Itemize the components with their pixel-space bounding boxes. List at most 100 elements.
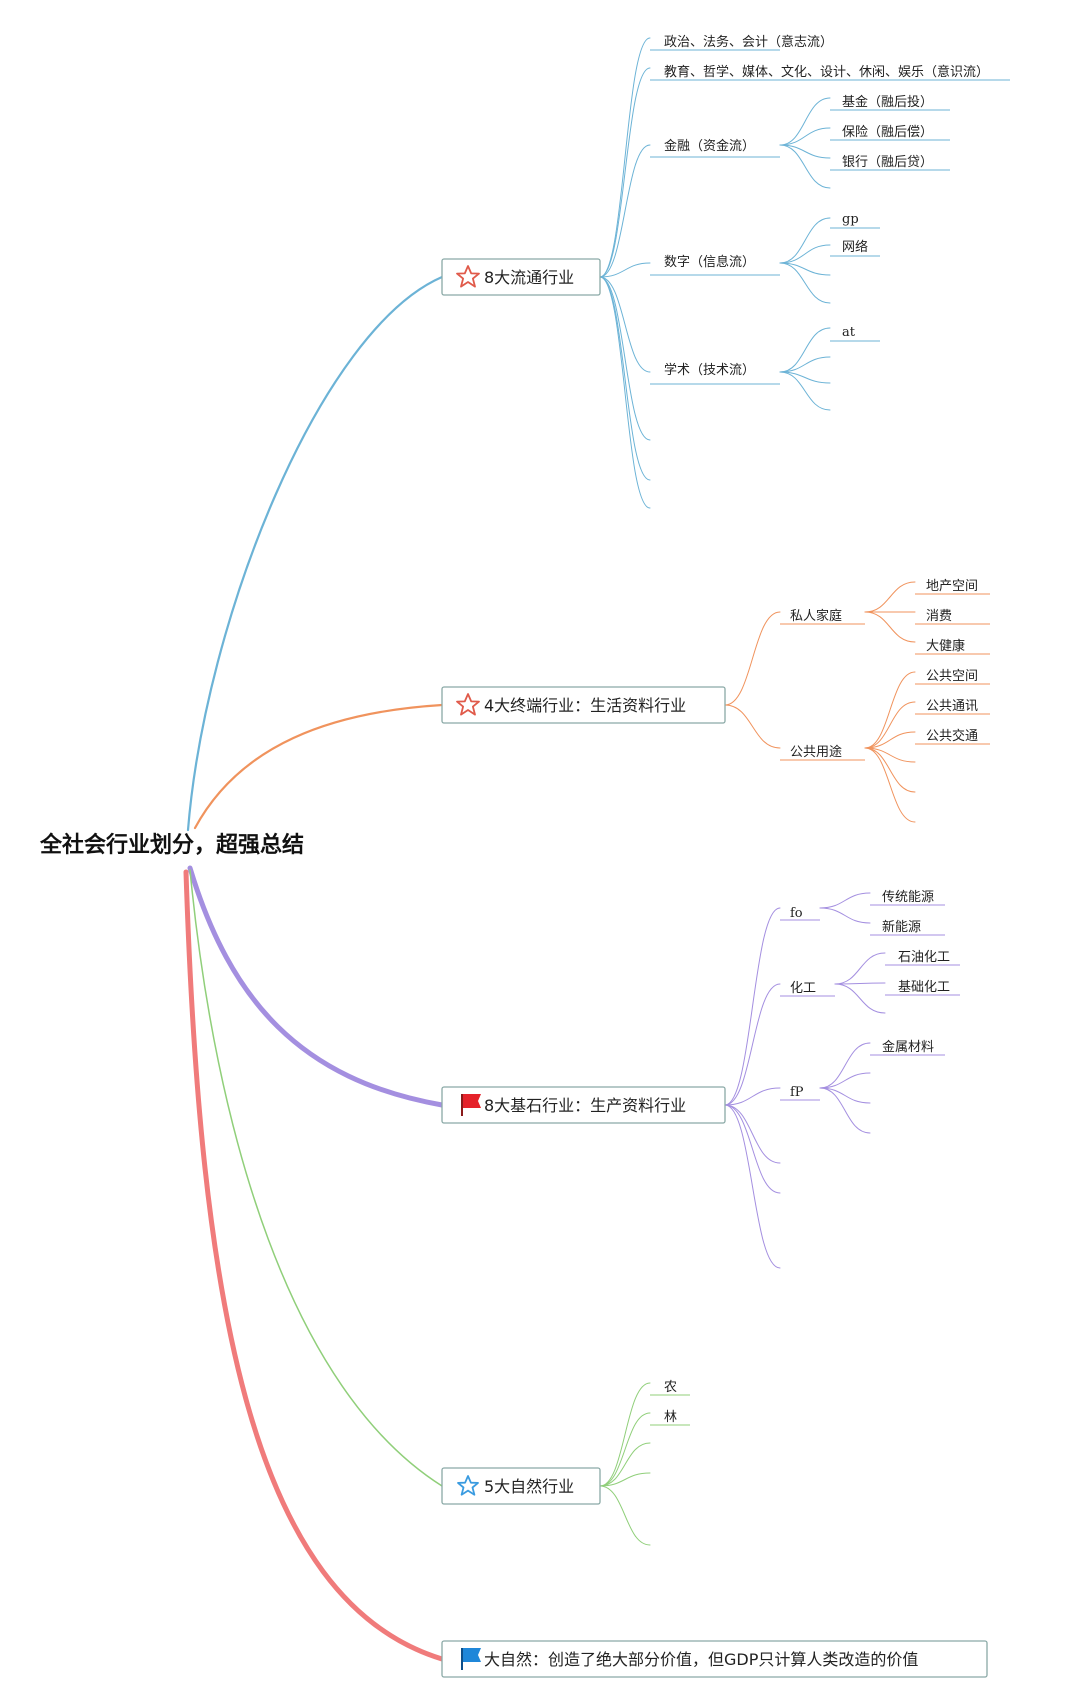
star-outline-red-icon [456, 265, 480, 288]
branch-terminal[interactable]: 4大终端行业：生活资料行业 [441, 686, 726, 724]
branch-label: 大自然：创造了绝大部分价值，但GDP只计算人类改造的价值 [484, 1650, 918, 1669]
branch-label: 8大基石行业：生产资料行业 [484, 1096, 686, 1115]
child-connector [864, 581, 916, 613]
root-connector-nature-industry [189, 869, 443, 1487]
child-connector [819, 892, 871, 909]
root-connector-terminal [193, 703, 444, 830]
list-item[interactable]: 基金（融后投） [842, 94, 933, 110]
child-connector [724, 704, 781, 749]
list-item[interactable]: 数字（信息流） [664, 254, 755, 270]
root-connector-circulation [186, 275, 444, 832]
child-connector [724, 611, 781, 706]
list-item[interactable]: 新能源 [882, 919, 921, 935]
list-item[interactable]: 公共交通 [926, 728, 978, 744]
child-connector [864, 747, 916, 823]
list-item[interactable]: 传统能源 [882, 890, 934, 905]
list-item[interactable]: 私人家庭 [790, 608, 842, 624]
child-connector [834, 982, 886, 985]
list-item[interactable]: 金融（资金流） [664, 138, 755, 154]
child-connector [724, 1104, 781, 1164]
child-connector [819, 1072, 871, 1089]
list-item[interactable]: fP [790, 1085, 804, 1100]
child-connector [599, 262, 651, 278]
root-connector-nature [183, 869, 445, 1662]
branch-circulation[interactable]: 8大流通行业 [441, 258, 601, 296]
children-cornerstone: fo 化工 fP 传统能源 新能源 石油化工 基础化工 金属材料 [790, 890, 950, 1100]
list-item[interactable]: 网络 [842, 239, 868, 255]
child-connector [819, 907, 871, 924]
child-connector [724, 907, 781, 1106]
child-connector [864, 701, 916, 749]
child-connector [599, 67, 651, 278]
list-item[interactable]: at [842, 325, 856, 340]
list-item[interactable]: gp [842, 212, 859, 227]
list-item[interactable]: 农 [664, 1380, 677, 1395]
branch-label: 4大终端行业：生活资料行业 [484, 696, 686, 715]
branch-nature[interactable]: 大自然：创造了绝大部分价值，但GDP只计算人类改造的价值 [441, 1640, 988, 1678]
child-connector [819, 1087, 871, 1104]
child-connector [779, 244, 831, 264]
child-connector [864, 747, 916, 793]
list-item[interactable]: 银行（融后贷） [842, 155, 933, 170]
list-item[interactable]: 公共通讯 [926, 699, 978, 714]
branch-label: 8大流通行业 [484, 268, 574, 287]
child-connector [724, 1104, 781, 1269]
child-connector [864, 731, 916, 749]
list-item[interactable]: fo [790, 906, 803, 921]
children-terminal: 私人家庭 公共用途 地产空间 消费 大健康 公共空间 公共通讯 公共交通 [790, 579, 978, 760]
child-connector [819, 1087, 871, 1134]
branch-label: 5大自然行业 [484, 1477, 574, 1496]
child-connector [599, 37, 651, 278]
child-connector [779, 127, 831, 146]
child-connector [779, 262, 831, 304]
child-connector [779, 371, 831, 411]
child-connector [864, 611, 916, 643]
star-outline-blue-icon [457, 1475, 479, 1496]
child-connector [599, 1442, 651, 1487]
list-item[interactable]: 大健康 [926, 638, 965, 654]
children-circulation: 政治、法务、会计（意志流） 教育、哲学、媒体、文化、设计、休闲、娱乐（意识流） … [664, 34, 989, 378]
child-connector [834, 983, 886, 1014]
children-nature-industry: 农 林 [664, 1380, 677, 1425]
list-item[interactable]: 学术（技术流） [664, 362, 755, 378]
child-connector [724, 983, 781, 1106]
child-connector [599, 1412, 651, 1487]
child-connector [599, 144, 651, 278]
root-connector-cornerstone [187, 865, 445, 1108]
child-connector [599, 276, 651, 373]
list-item[interactable]: 金属材料 [882, 1039, 934, 1055]
root-topic[interactable]: 全社会行业划分，超强总结 [39, 832, 304, 858]
child-connector [724, 1087, 781, 1106]
list-item[interactable]: 化工 [790, 981, 816, 996]
connector-lines [183, 37, 1010, 1662]
child-connector [779, 97, 831, 146]
child-connector [599, 276, 651, 509]
child-connector [779, 327, 831, 373]
flag-red-icon [461, 1094, 481, 1116]
child-connector [864, 671, 916, 749]
list-item[interactable]: 公共空间 [926, 669, 978, 684]
child-connector [724, 1104, 781, 1194]
child-connector [834, 952, 886, 985]
child-connector [779, 356, 831, 373]
branch-cornerstone[interactable]: 8大基石行业：生产资料行业 [441, 1086, 726, 1124]
child-connector [599, 1472, 651, 1487]
list-item[interactable]: 政治、法务、会计（意志流） [664, 34, 833, 50]
list-item[interactable]: 公共用途 [790, 744, 842, 760]
list-item[interactable]: 地产空间 [926, 579, 978, 594]
list-item[interactable]: 消费 [926, 609, 952, 624]
list-item[interactable]: 保险（融后偿） [842, 125, 933, 140]
list-item[interactable]: 石油化工 [898, 950, 950, 965]
child-connector [819, 1042, 871, 1089]
star-outline-red-icon [456, 693, 480, 716]
list-item[interactable]: 教育、哲学、媒体、文化、设计、休闲、娱乐（意识流） [664, 64, 989, 80]
list-item[interactable]: 基础化工 [898, 980, 950, 995]
flag-blue-icon [461, 1648, 481, 1670]
child-connector [599, 276, 651, 481]
child-connector [779, 144, 831, 189]
branch-nature-industry[interactable]: 5大自然行业 [441, 1467, 601, 1505]
list-item[interactable]: 林 [664, 1410, 677, 1425]
child-connector [599, 1485, 651, 1546]
child-connector [599, 276, 651, 441]
